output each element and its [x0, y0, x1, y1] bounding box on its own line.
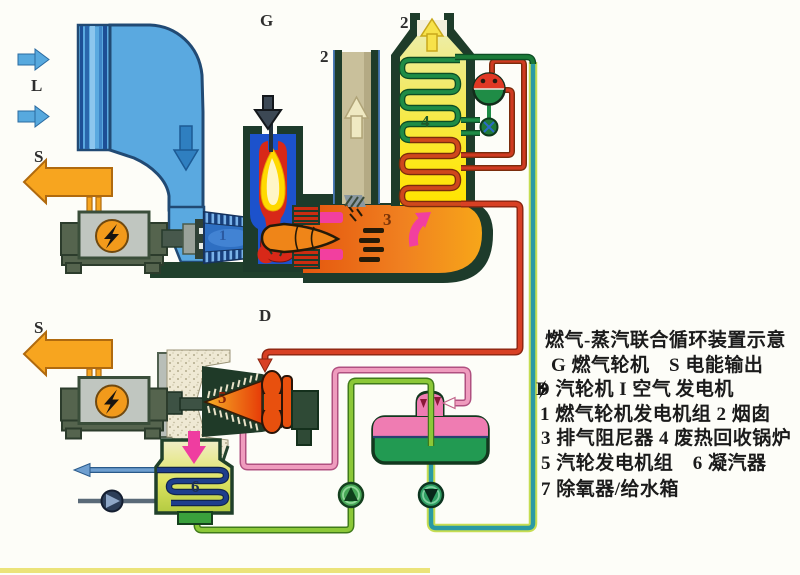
condensate-into-tank — [427, 388, 456, 446]
condensate-pump — [337, 481, 365, 509]
label-condenser-6: 6 — [191, 477, 200, 496]
bypass-chimney — [333, 50, 380, 208]
fuel-arrow-icon — [253, 95, 283, 131]
main-steam-pipe — [257, 200, 524, 374]
legend-line-7: 7 除氧器/给水箱 — [541, 479, 680, 500]
coupling-block — [291, 390, 319, 430]
label-damper-3: 3 — [383, 210, 392, 229]
soot-marks — [359, 228, 384, 262]
legend-line-3a: D 汽轮机 I 空气 — [536, 379, 672, 400]
air-flow-arrows-icon — [17, 48, 50, 128]
extraction-arrowhead — [441, 396, 456, 410]
stack-up-arrow-icon — [419, 17, 445, 52]
exhaust-damper — [344, 195, 366, 208]
turbine-rotor — [202, 379, 263, 426]
power-output-arrow — [23, 159, 113, 213]
steam-turbine — [157, 349, 319, 465]
generator-unit — [59, 210, 169, 275]
gas-turbine-rotor — [260, 205, 341, 269]
label-chimney-2: 2 — [320, 47, 329, 66]
shaft — [161, 229, 185, 248]
exhaust-duct — [303, 194, 493, 283]
condensate-pipe — [193, 377, 435, 534]
label-gas-set-1: 1 — [219, 228, 227, 244]
intake-duct — [108, 23, 205, 212]
superheater-coil — [398, 136, 462, 208]
condenser — [154, 438, 234, 525]
air-intake — [17, 23, 206, 264]
turbine-insulation — [166, 349, 231, 465]
legend-line-6: 5 汽轮发电机组 6 凝汽器 — [541, 453, 767, 474]
label-boiler-chimney-2: 2 — [400, 13, 409, 32]
exhaust-steam-arrow-icon — [182, 431, 206, 464]
legend-title: 燃气-蒸汽联合循环装置示意 — [545, 330, 786, 351]
heat-recovery-boiler — [391, 13, 475, 208]
legend-line-2: G 燃气轮机 S 电能输出 — [551, 355, 764, 376]
flue-gas-up-arrow-icon — [343, 95, 370, 139]
generator-unit — [59, 376, 169, 440]
cooling-water-out-line — [72, 462, 157, 478]
feedwater-pipe — [426, 62, 538, 533]
label-gas-turbine-G: G — [260, 11, 274, 30]
legend-line-4: 1 燃气轮机发电机组 2 烟囱 — [540, 404, 771, 425]
gas-flow-arrow — [318, 212, 343, 223]
label-power-top-S: S — [34, 147, 44, 166]
feedwater-pump — [417, 481, 445, 509]
label-boiler-4: 4 — [421, 112, 430, 131]
label-air-L: L — [31, 76, 43, 95]
gas-flow-arrow — [318, 249, 343, 260]
label-power-bottom-S: S — [34, 318, 44, 337]
condenser-outlet — [177, 511, 213, 525]
cooling-water-in-line — [78, 489, 162, 513]
extraction-steam-pipe — [239, 366, 472, 471]
gas-turbine-generator — [23, 159, 206, 275]
scan-artifact — [0, 568, 430, 573]
label-turbine-5: 5 — [218, 388, 227, 407]
gas-flow-curved-arrow — [408, 217, 426, 247]
label-steam-turbine-D: D — [259, 306, 272, 325]
steam-turbine-generator — [23, 331, 169, 440]
economizer-coil — [398, 56, 462, 144]
feedwater-top-pipe — [455, 53, 537, 65]
legend-line-3: D 汽轮机 I 空气 发电机 — [536, 380, 734, 399]
generator-bolt-icon — [538, 380, 548, 399]
steam-drum-assembly — [461, 58, 527, 171]
legend-line-5: 3 排气阻尼器 4 废热回收锅炉 — [541, 428, 792, 449]
legend-line-3b: 发电机 — [675, 379, 734, 400]
air-down-arrow-icon — [172, 125, 200, 172]
